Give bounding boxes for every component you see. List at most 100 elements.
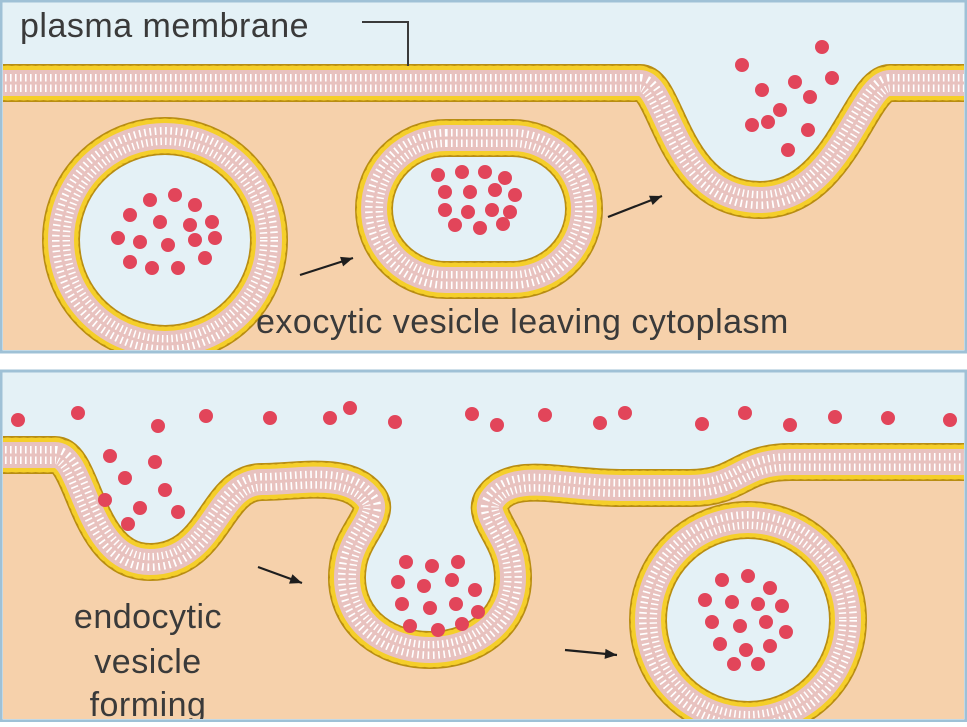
cargo-molecule <box>438 203 452 217</box>
cargo-molecule <box>171 261 185 275</box>
arrow-head <box>340 256 353 267</box>
cargo-molecule <box>198 251 212 265</box>
cargo-molecule <box>431 623 445 637</box>
plasma-membrane-layer <box>3 453 964 652</box>
exocytic-vesicle-1-layer <box>59 134 271 346</box>
cargo-molecule <box>715 573 729 587</box>
cargo-molecule <box>508 188 522 202</box>
cargo-molecule <box>485 203 499 217</box>
endocytic-label-line-2: vesicle <box>94 643 201 681</box>
cargo-molecule <box>735 58 749 72</box>
cargo-molecule <box>395 597 409 611</box>
cargo-molecule <box>103 449 117 463</box>
transport-arrow <box>257 565 303 585</box>
cargo-molecule <box>881 411 895 425</box>
cargo-molecule <box>431 168 445 182</box>
cargo-molecule <box>449 597 463 611</box>
cargo-molecule <box>783 418 797 432</box>
cargo-molecule <box>399 555 413 569</box>
cargo-molecule <box>775 599 789 613</box>
arrow-head <box>604 648 617 659</box>
cargo-molecule <box>148 455 162 469</box>
transport-arrow <box>564 648 618 659</box>
cargo-molecule <box>263 411 277 425</box>
cargo-molecule <box>761 115 775 129</box>
cargo-molecules-bottom <box>11 401 957 671</box>
cargo-molecule <box>145 261 159 275</box>
label-leader-line <box>362 21 409 66</box>
cargo-molecule <box>158 483 172 497</box>
cargo-molecule <box>801 123 815 137</box>
cargo-molecule <box>733 619 747 633</box>
cargo-molecule <box>208 231 222 245</box>
cargo-molecule <box>168 188 182 202</box>
cargo-molecule <box>425 559 439 573</box>
cargo-molecule <box>738 406 752 420</box>
cargo-molecule <box>498 171 512 185</box>
transport-arrow <box>299 256 354 277</box>
arrow-head <box>289 574 302 584</box>
cargo-molecule <box>618 406 632 420</box>
cargo-molecule <box>133 235 147 249</box>
cargo-molecule <box>153 215 167 229</box>
cargo-molecule <box>143 193 157 207</box>
cargo-molecule <box>11 413 25 427</box>
cargo-molecule <box>123 208 137 222</box>
cargo-molecule <box>438 185 452 199</box>
cargo-molecule <box>133 501 147 515</box>
cargo-molecules-top <box>111 40 839 275</box>
cargo-molecule <box>71 406 85 420</box>
cargo-molecule <box>473 221 487 235</box>
cargo-molecule <box>388 415 402 429</box>
cargo-molecule <box>593 416 607 430</box>
cargo-molecule <box>423 601 437 615</box>
cargo-molecule <box>698 593 712 607</box>
cargo-molecule <box>705 615 719 629</box>
cargo-molecule <box>403 619 417 633</box>
cargo-molecule <box>188 198 202 212</box>
cargo-molecule <box>205 215 219 229</box>
cargo-molecule <box>496 217 510 231</box>
cargo-molecule <box>465 407 479 421</box>
cargo-molecule <box>478 165 492 179</box>
plasma-membrane-label: plasma membrane <box>20 7 309 45</box>
transport-arrow <box>607 194 663 219</box>
cargo-molecule <box>538 408 552 422</box>
cargo-molecule <box>98 493 112 507</box>
exocytic-vesicle-label: exocytic vesicle leaving cytoplasm <box>256 303 789 341</box>
cargo-molecule <box>773 103 787 117</box>
cargo-molecule <box>759 615 773 629</box>
endocytic-vesicle-layer <box>646 518 850 719</box>
cargo-molecule <box>455 165 469 179</box>
cargo-molecule <box>781 143 795 157</box>
cargo-molecule <box>171 505 185 519</box>
exocytic-vesicle-2-layer <box>372 136 586 282</box>
endocytic-label-line-1: endocytic <box>74 598 222 636</box>
cargo-molecule <box>490 418 504 432</box>
endocytosis-scene: endocytic vesicle forming <box>3 401 964 722</box>
cargo-molecule <box>188 233 202 247</box>
cargo-molecule <box>779 625 793 639</box>
cargo-molecule <box>118 471 132 485</box>
cargo-molecule <box>448 218 462 232</box>
cargo-molecule <box>323 411 337 425</box>
cargo-molecule <box>471 605 485 619</box>
cargo-molecule <box>123 255 137 269</box>
cargo-molecule <box>745 118 759 132</box>
cargo-molecule <box>199 409 213 423</box>
exocytosis-scene: plasma membrane exocytic vesicle leaving… <box>3 7 964 350</box>
cargo-molecule <box>391 575 405 589</box>
cargo-molecule <box>468 583 482 597</box>
cargo-molecule <box>503 205 517 219</box>
endocytic-label-line-3: forming <box>90 686 207 722</box>
cargo-molecule <box>183 218 197 232</box>
cargo-molecule <box>695 417 709 431</box>
cargo-molecule <box>111 231 125 245</box>
arrow-head <box>649 195 662 206</box>
plasma-membrane-layer <box>3 81 964 202</box>
cargo-molecule <box>741 569 755 583</box>
cargo-molecule <box>815 40 829 54</box>
cargo-molecule <box>161 238 175 252</box>
cargo-molecule <box>751 657 765 671</box>
